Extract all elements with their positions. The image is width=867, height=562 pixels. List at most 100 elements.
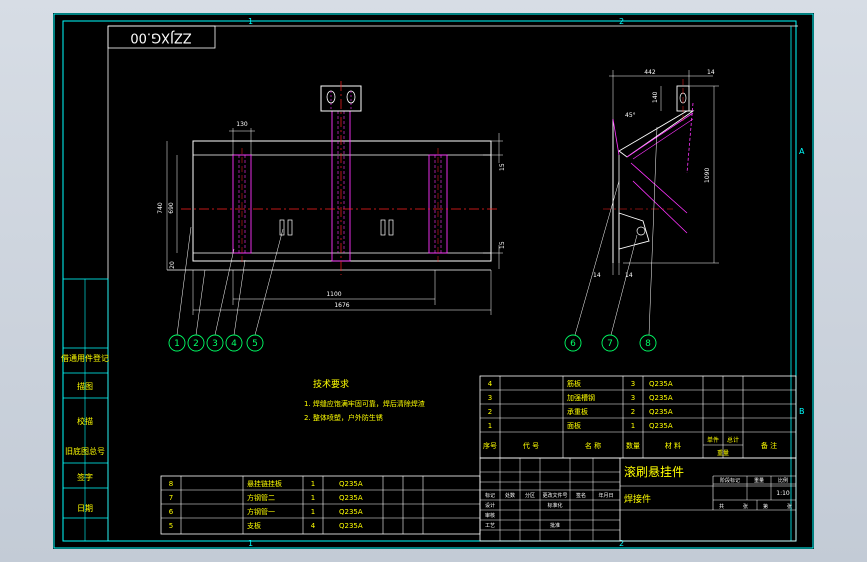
strip-signature: 签字 [77, 472, 93, 482]
strip-tracing: 描图 [77, 381, 93, 391]
parts-lower-row-4-material: Q235A [339, 522, 363, 530]
balloon-3-label: 3 [212, 339, 218, 349]
zone-col-2-top: 2 [619, 17, 624, 26]
header-remark: 备 注 [761, 441, 777, 450]
scale-value: 1:10 [776, 490, 790, 497]
header-code: 代 号 [523, 441, 539, 450]
parts-upper-row-3-qty: 2 [631, 408, 635, 416]
balloon-6 [564, 334, 582, 352]
zone-col-1-bottom: 1 [248, 539, 253, 548]
parts-list-upper: 4 筋板 3 Q235A 3 加强槽钢 3 Q235A 2 承重板 2 Q235… [479, 375, 797, 459]
side-gusset [618, 212, 650, 250]
balloon-7-label: 7 [607, 339, 613, 349]
title-block: 滚刷悬挂件 焊接件 阶段标记 重量 比例 1:10 共 张 第 张 标记 处数 … [479, 457, 797, 542]
title-block-title: 滚刷悬挂件 [624, 464, 684, 479]
header-qty: 数量 [626, 441, 640, 450]
parts-lower-row-4-no: 5 [169, 522, 173, 530]
side-dim-top-width: 442 [644, 69, 656, 76]
zone-row-a: A [799, 147, 805, 156]
parts-upper-row-4-no: 1 [488, 422, 492, 430]
parts-lower-row-2-no: 7 [169, 494, 173, 502]
change-date: 年月日 [598, 492, 613, 499]
balloon-2-label: 2 [193, 339, 199, 349]
parts-list-lower: 8 悬挂链挂板 1 Q235A 7 方钢管二 1 Q235A 6 方钢管一 1 … [160, 475, 481, 535]
parts-lower-row-1-qty: 1 [311, 480, 315, 488]
front-view: 130 740 690 20 15 15 1100 [157, 81, 506, 336]
parts-upper-row-1-material: Q235A [649, 380, 673, 388]
role-review: 审核 [485, 512, 495, 519]
parts-lower-row-1-material: Q235A [339, 480, 363, 488]
side-dim-small-height: 140 [652, 91, 659, 103]
tech-req-item-1: 1. 焊缝应饱满牢固可靠，焊后清除焊渣 [304, 399, 425, 408]
drawing-number: ZZJXG.00 [130, 30, 191, 45]
drawing-canvas[interactable]: 1 2 1 2 A B ZZJXG.00 借通用件登记 [53, 13, 814, 549]
weight-label: 重量 [754, 477, 764, 484]
balloons: 1 2 3 4 5 6 7 8 [168, 334, 657, 352]
role-approve: 批准 [550, 522, 560, 529]
header-no: 序号 [483, 441, 497, 450]
balloon-5 [246, 334, 264, 352]
strip-checking: 校描 [77, 416, 93, 426]
parts-upper-row-2-qty: 3 [631, 394, 635, 402]
title-block-subtitle: 焊接件 [624, 493, 651, 505]
parts-upper-row-3-no: 2 [488, 408, 492, 416]
stage-label: 阶段标记 [720, 477, 740, 484]
balloon-4 [225, 334, 243, 352]
technical-requirements: 技术要求 1. 焊缝应饱满牢固可靠，焊后清除焊渣 2. 整体喷塑，户外防生锈 [304, 378, 425, 422]
parts-upper-row-2-material: Q235A [649, 394, 673, 402]
dim-right-top: 15 [499, 163, 506, 171]
parts-upper-row-1-qty: 3 [631, 380, 635, 388]
parts-upper-row-3-material: Q235A [649, 408, 673, 416]
change-doc: 更改文件号 [542, 492, 567, 499]
scale-label: 比例 [778, 477, 788, 484]
parts-upper-row-2-no: 3 [488, 394, 492, 402]
role-design: 设计 [485, 502, 495, 509]
change-zone: 分区 [525, 492, 535, 499]
parts-upper-row-2-name: 加强槽钢 [567, 393, 595, 402]
side-dim-height: 1090 [704, 168, 711, 183]
strip-date: 日期 [77, 504, 93, 513]
parts-upper-row-1-name: 筋板 [567, 379, 581, 388]
parts-lower-row-4-name: 支板 [247, 521, 261, 530]
change-count: 处数 [505, 492, 515, 499]
parts-lower-row-1-no: 8 [169, 480, 173, 488]
balloon-3 [206, 334, 224, 352]
dim-height-left: 740 [157, 202, 164, 214]
change-mark: 标记 [485, 492, 495, 499]
sheet-no-label: 第 [763, 503, 768, 510]
dim-top-width: 130 [236, 121, 248, 128]
balloon-2 [187, 334, 205, 352]
parts-upper-row-4-name: 面板 [567, 421, 581, 430]
header-weight: 重量 [717, 449, 729, 457]
header-weight-single: 单件 [707, 436, 719, 444]
parts-lower-row-2-material: Q235A [339, 494, 363, 502]
dim-bottom-overall: 1676 [334, 302, 349, 309]
balloon-8 [639, 334, 657, 352]
side-dim-top-right: 14 [707, 69, 715, 76]
zone-col-2-bottom: 2 [619, 539, 624, 548]
diagonal-brace [618, 110, 695, 158]
balloon-1-label: 1 [174, 339, 180, 349]
sheet-total-label: 共 [719, 503, 724, 510]
balloon-1 [168, 334, 186, 352]
parts-upper-row-4-material: Q235A [649, 422, 673, 430]
front-frame [192, 140, 492, 262]
parts-lower-row-3-name: 方钢管一 [247, 507, 275, 516]
strip-registry: 借通用件登记 [61, 353, 109, 363]
parts-lower-row-3-material: Q235A [339, 508, 363, 516]
tech-req-item-2: 2. 整体喷塑，户外防生锈 [304, 413, 383, 422]
parts-lower-row-2-name: 方钢管二 [247, 493, 275, 502]
change-sign: 签名 [576, 492, 586, 499]
left-registry-strip: 借通用件登记 描图 校描 旧底图总号 签字 日期 [61, 278, 109, 542]
role-standard: 标准化 [547, 502, 562, 509]
zone-col-1-top: 1 [248, 17, 253, 26]
parts-lower-row-1-name: 悬挂链挂板 [247, 479, 282, 488]
header-name: 名 称 [585, 441, 601, 450]
balloon-5-label: 5 [252, 339, 258, 349]
parts-lower-row-3-qty: 1 [311, 508, 315, 516]
balloon-7 [601, 334, 619, 352]
sheet-total-unit: 张 [743, 503, 748, 510]
parts-upper-row-1-no: 4 [488, 380, 493, 388]
strip-old-number: 旧底图总号 [65, 446, 105, 456]
side-dim-bottom-mid: 14 [625, 272, 633, 279]
